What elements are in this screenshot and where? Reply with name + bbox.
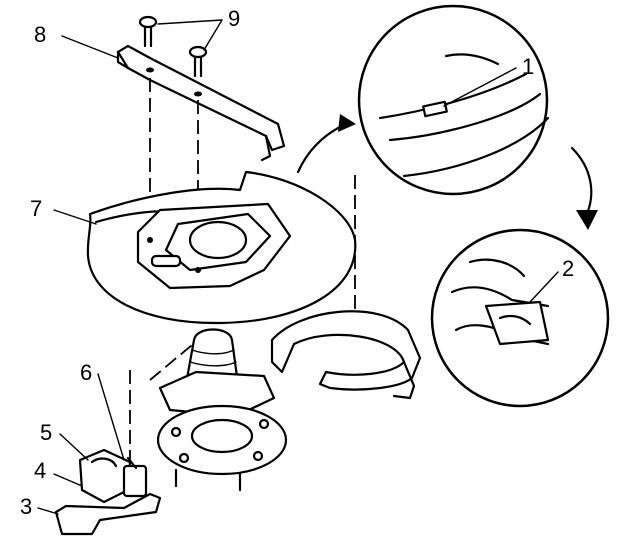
callout-3: 3 bbox=[20, 494, 32, 519]
callout-8: 8 bbox=[34, 22, 46, 47]
detail-view-lower bbox=[430, 228, 610, 408]
curved-arrow-to-lower-detail bbox=[570, 146, 598, 230]
callout-7: 7 bbox=[30, 196, 42, 221]
callout-2: 2 bbox=[562, 256, 574, 281]
callout-6: 6 bbox=[80, 360, 92, 385]
callout-5: 5 bbox=[40, 420, 52, 445]
curved-arrow-to-upper-detail bbox=[296, 114, 356, 174]
bolt-pair bbox=[138, 15, 208, 78]
bracket-part bbox=[116, 44, 286, 162]
retainer-ring-part bbox=[270, 310, 422, 400]
callout-1: 1 bbox=[522, 54, 534, 79]
hub-bearing-part bbox=[156, 328, 288, 492]
detail-view-upper bbox=[357, 4, 550, 196]
callout-9: 9 bbox=[228, 6, 240, 31]
callout-4: 4 bbox=[34, 458, 46, 483]
adjuster-assembly-part bbox=[54, 448, 162, 536]
leader-lines bbox=[37, 19, 559, 515]
backing-plate-part bbox=[86, 170, 357, 325]
